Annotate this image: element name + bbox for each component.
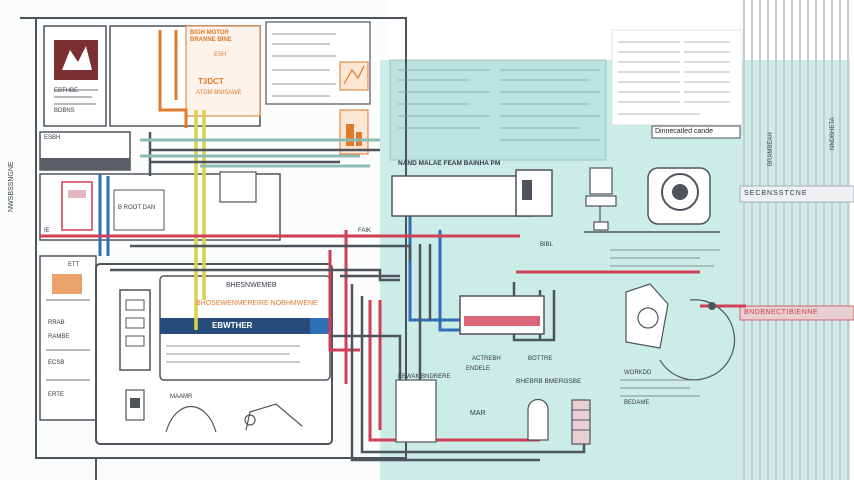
left-header-bar (40, 158, 130, 170)
orange-title: BIGH MOTOR BRANNE BINE (190, 30, 232, 43)
right-strip-top-label: SECBNSSTCNE (744, 190, 808, 197)
dome-device (527, 398, 549, 441)
root-box-label: B ROOT DAN (118, 205, 156, 211)
orange-header-box (185, 25, 261, 117)
orange-detail: ATDM BNISAWE (196, 90, 242, 96)
bottom-device (395, 379, 437, 443)
orange-sub: ESH (214, 52, 227, 58)
bottom-right-device (625, 283, 669, 349)
valve-column (119, 289, 151, 371)
banner-end-cap (310, 318, 330, 334)
accelerated-label: ACTREBH (472, 356, 501, 362)
left-text-f: ERTE (48, 392, 64, 398)
left-text-e: ECSB (48, 360, 65, 366)
angle-plot (245, 403, 303, 431)
machine-subtitle: BHOSEWENMEREIRE NOBHMWENE (196, 300, 318, 307)
bottom-center-1: ENDELE (466, 366, 491, 372)
callout-box (651, 125, 741, 139)
branch-label: MAR (470, 410, 486, 417)
spec-table (611, 29, 743, 126)
red-cylinder (571, 399, 591, 445)
red-wires (40, 230, 746, 442)
wheel-machine (647, 167, 711, 225)
small-label-b: FAIK (358, 228, 372, 234)
left-text-a: IE (44, 228, 50, 234)
pivot-dot (708, 302, 716, 310)
trend-icon (343, 65, 365, 85)
root-box (113, 189, 165, 231)
red-unit-core (68, 190, 86, 198)
yellow-wires (194, 110, 206, 330)
bottom-left-label: MAAMR (170, 394, 193, 400)
teal-info-panel (389, 59, 607, 161)
right-strip-bottom-label: BNDBNECTIBIENNE (744, 309, 819, 316)
right-vertical-1: BRAMBEAH (768, 132, 774, 166)
red-outline-unit (61, 181, 93, 231)
controls-title: NAND MALAE FEAM BAINHA PM (398, 160, 501, 167)
left-text-g: EBTHBE (54, 88, 79, 94)
left-text-h: BDBNS (54, 108, 75, 114)
left-frame (35, 17, 407, 459)
orange-code: T3DCT (198, 77, 224, 86)
desc-lines (166, 33, 720, 397)
center-unit (391, 175, 533, 217)
left-text-c: RRAB (48, 320, 65, 326)
bottom-center-2: BOTTRE (528, 356, 553, 362)
corner-note: EBWAK BNDRERE (398, 374, 451, 380)
baseline-label: BHEBRB BMERGSBE (516, 378, 582, 385)
right-stripes (743, 0, 849, 480)
right-strip-top (739, 185, 854, 203)
orange-tank (52, 274, 82, 294)
right-vertical-2: NNDBHETA (830, 117, 836, 150)
center-motor (515, 169, 553, 217)
bottom-right-1: WORKDD (624, 370, 652, 376)
arc-curve (165, 406, 217, 433)
info-lines (398, 69, 600, 141)
left-vertical-label: NWSBSSNGNE (8, 161, 15, 212)
logo-mark-icon (62, 46, 92, 70)
machine-title: BHESNWEMEB (226, 282, 277, 289)
teal-wires (140, 138, 380, 168)
graph-icon-box (339, 61, 369, 91)
left-text-d: RAMBE (48, 334, 70, 340)
left-cabinet-label: ESBH (44, 135, 61, 141)
orange-wires (158, 30, 188, 128)
spec-lines (618, 41, 730, 115)
robot-figure (585, 167, 617, 231)
bench-box (459, 295, 545, 335)
bench-red-bar (464, 316, 540, 326)
small-label-a: BIBL (540, 242, 554, 248)
left-text-b: ETT (68, 262, 80, 268)
bottom-right-2: BEDAME (624, 400, 650, 406)
small-pump (219, 171, 257, 203)
dark-banner-label: EBWTHER (212, 321, 253, 330)
right-strip-bottom (739, 305, 854, 321)
direct-callout: Dinnecatled cande (655, 128, 713, 135)
